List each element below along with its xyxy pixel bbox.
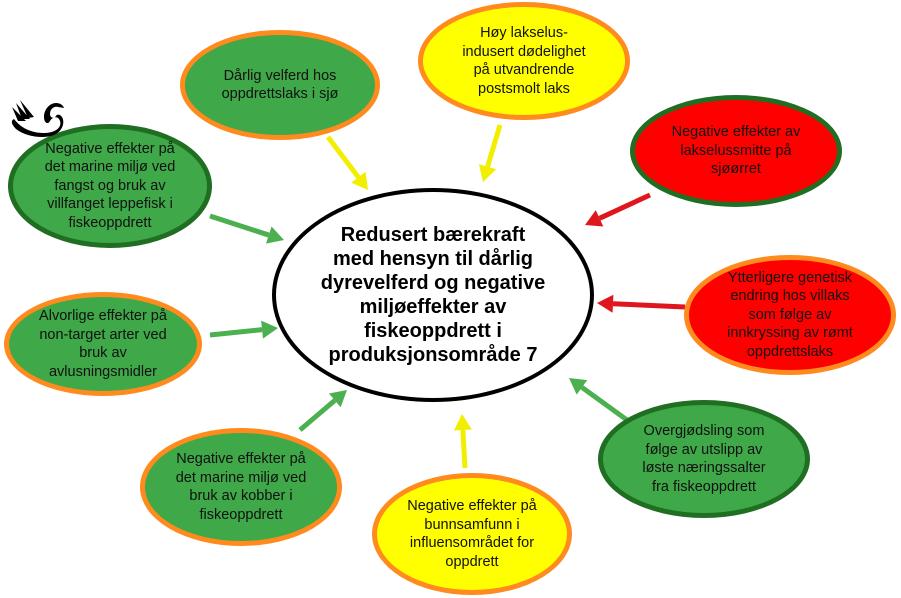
arrowhead-wrasse: [266, 226, 284, 244]
arrow-wrasse: [209, 213, 270, 238]
arrowhead-benthic: [453, 414, 472, 431]
arrowhead-copper: [328, 390, 347, 408]
central-node-label: Redusert bærekraft med hensyn til dårlig…: [320, 224, 546, 366]
arrow-genetic: [612, 301, 686, 310]
node-label: Negative effekter av lakselussmitte på s…: [671, 124, 801, 178]
node-genetic: Ytterligere genetisk endring hos villaks…: [684, 255, 896, 375]
node-benthic: Negative effekter på bunnsamfunn i influ…: [372, 473, 572, 595]
arrow-delousing: [209, 327, 263, 338]
node-copper: Negative effekter på det marine miljø ve…: [140, 428, 342, 546]
node-sea-trout: Negative effekter av lakselussmitte på s…: [630, 95, 842, 207]
central-node: Redusert bærekraft med hensyn til dårlig…: [272, 188, 594, 402]
node-nutrients: Overgjødsling som følge av utslipp av lø…: [598, 400, 810, 518]
node-welfare: Dårlig velferd hos oppdrettslaks i sjø: [180, 30, 380, 140]
arrow-lice-mortality: [485, 124, 503, 168]
node-label: Ytterligere genetisk endring hos villaks…: [727, 269, 853, 360]
arrow-nutrients: [580, 385, 629, 423]
node-label: Alvorlige effekter på non-target arter v…: [39, 308, 167, 380]
node-delousing: Alvorlige effekter på non-target arter v…: [4, 292, 202, 396]
node-label: Høy lakselus- indusert dødelighet på utv…: [462, 25, 586, 97]
node-label: Negative effekter på det marine miljø ve…: [175, 451, 307, 523]
node-label: Overgjødsling som følge av utslipp av lø…: [642, 423, 766, 495]
arrowhead-delousing: [261, 320, 278, 339]
arrowhead-sea-trout: [585, 210, 604, 227]
arrowhead-lice-mortality: [478, 164, 497, 182]
arrow-copper: [298, 398, 337, 432]
arrowhead-nutrients: [569, 378, 588, 395]
black-swan-icon: [11, 100, 64, 137]
arrow-benthic: [460, 429, 468, 469]
arrow-welfare: [326, 135, 361, 179]
node-lice-mortality: Høy lakselus- indusert dødelighet på utv…: [418, 2, 630, 120]
node-wrasse: Negative effekter på det marine miljø ve…: [8, 124, 212, 248]
arrowhead-welfare: [351, 171, 368, 190]
node-label: Negative effekter på det marine miljø ve…: [44, 140, 176, 231]
node-label: Dårlig velferd hos oppdrettslaks i sjø: [221, 67, 339, 103]
arrowhead-genetic: [597, 294, 614, 313]
arrow-sea-trout: [598, 192, 652, 221]
node-label: Negative effekter på bunnsamfunn i influ…: [407, 498, 537, 570]
